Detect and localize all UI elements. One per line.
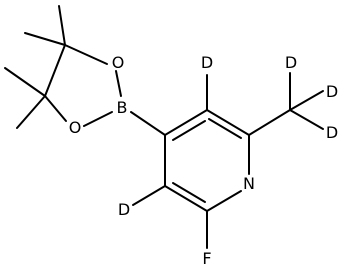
bond-methyl-3: [4, 67, 46, 97]
atom-label-deuterium-methyl-bottom: D: [326, 123, 338, 142]
atom-labels: O B O D D N F D D D: [69, 53, 338, 268]
bond-c5-c6-inner: [208, 118, 242, 139]
bond-lines: [4, 5, 324, 249]
bond-cd3-d-bottom: [289, 109, 324, 130]
bond-n-c2: [206, 190, 242, 212]
bond-c-o-top: [64, 44, 108, 65]
atom-label-deuterium-methyl-right: D: [326, 82, 338, 101]
bond-c-o-bottom: [44, 95, 67, 122]
atom-label-deuterium-methyl-top: D: [285, 53, 297, 72]
bond-c2-c3-inner: [172, 182, 206, 203]
atom-label-nitrogen: N: [243, 174, 255, 193]
atom-label-oxygen-top: O: [112, 53, 125, 72]
atom-label-fluorine: F: [202, 249, 211, 268]
bond-cd3-d-right: [289, 90, 324, 111]
bond-c4-c5-inner: [172, 120, 206, 141]
bond-methyl-1: [24, 32, 66, 46]
bond-c2-c3-outer: [164, 185, 208, 212]
bond-c6-cd3: [248, 109, 291, 136]
atom-label-deuterium-bottom: D: [118, 200, 130, 219]
bond-methyl-2: [58, 5, 66, 46]
bond-methyl-4: [16, 95, 46, 129]
bond-c5-c6-outer: [206, 109, 250, 136]
bond-o-b-bottom: [83, 111, 113, 127]
bond-c4-c5: [164, 109, 208, 136]
atom-label-boron: B: [117, 98, 128, 117]
atom-label-oxygen-bottom: O: [69, 118, 82, 137]
bond-b-c4: [130, 111, 166, 136]
bond-c-c-pinacol-backbone: [44, 44, 66, 97]
bond-c3-d: [132, 185, 166, 206]
bond-o-b-top: [115, 70, 122, 97]
atom-label-deuterium-top: D: [201, 53, 213, 72]
